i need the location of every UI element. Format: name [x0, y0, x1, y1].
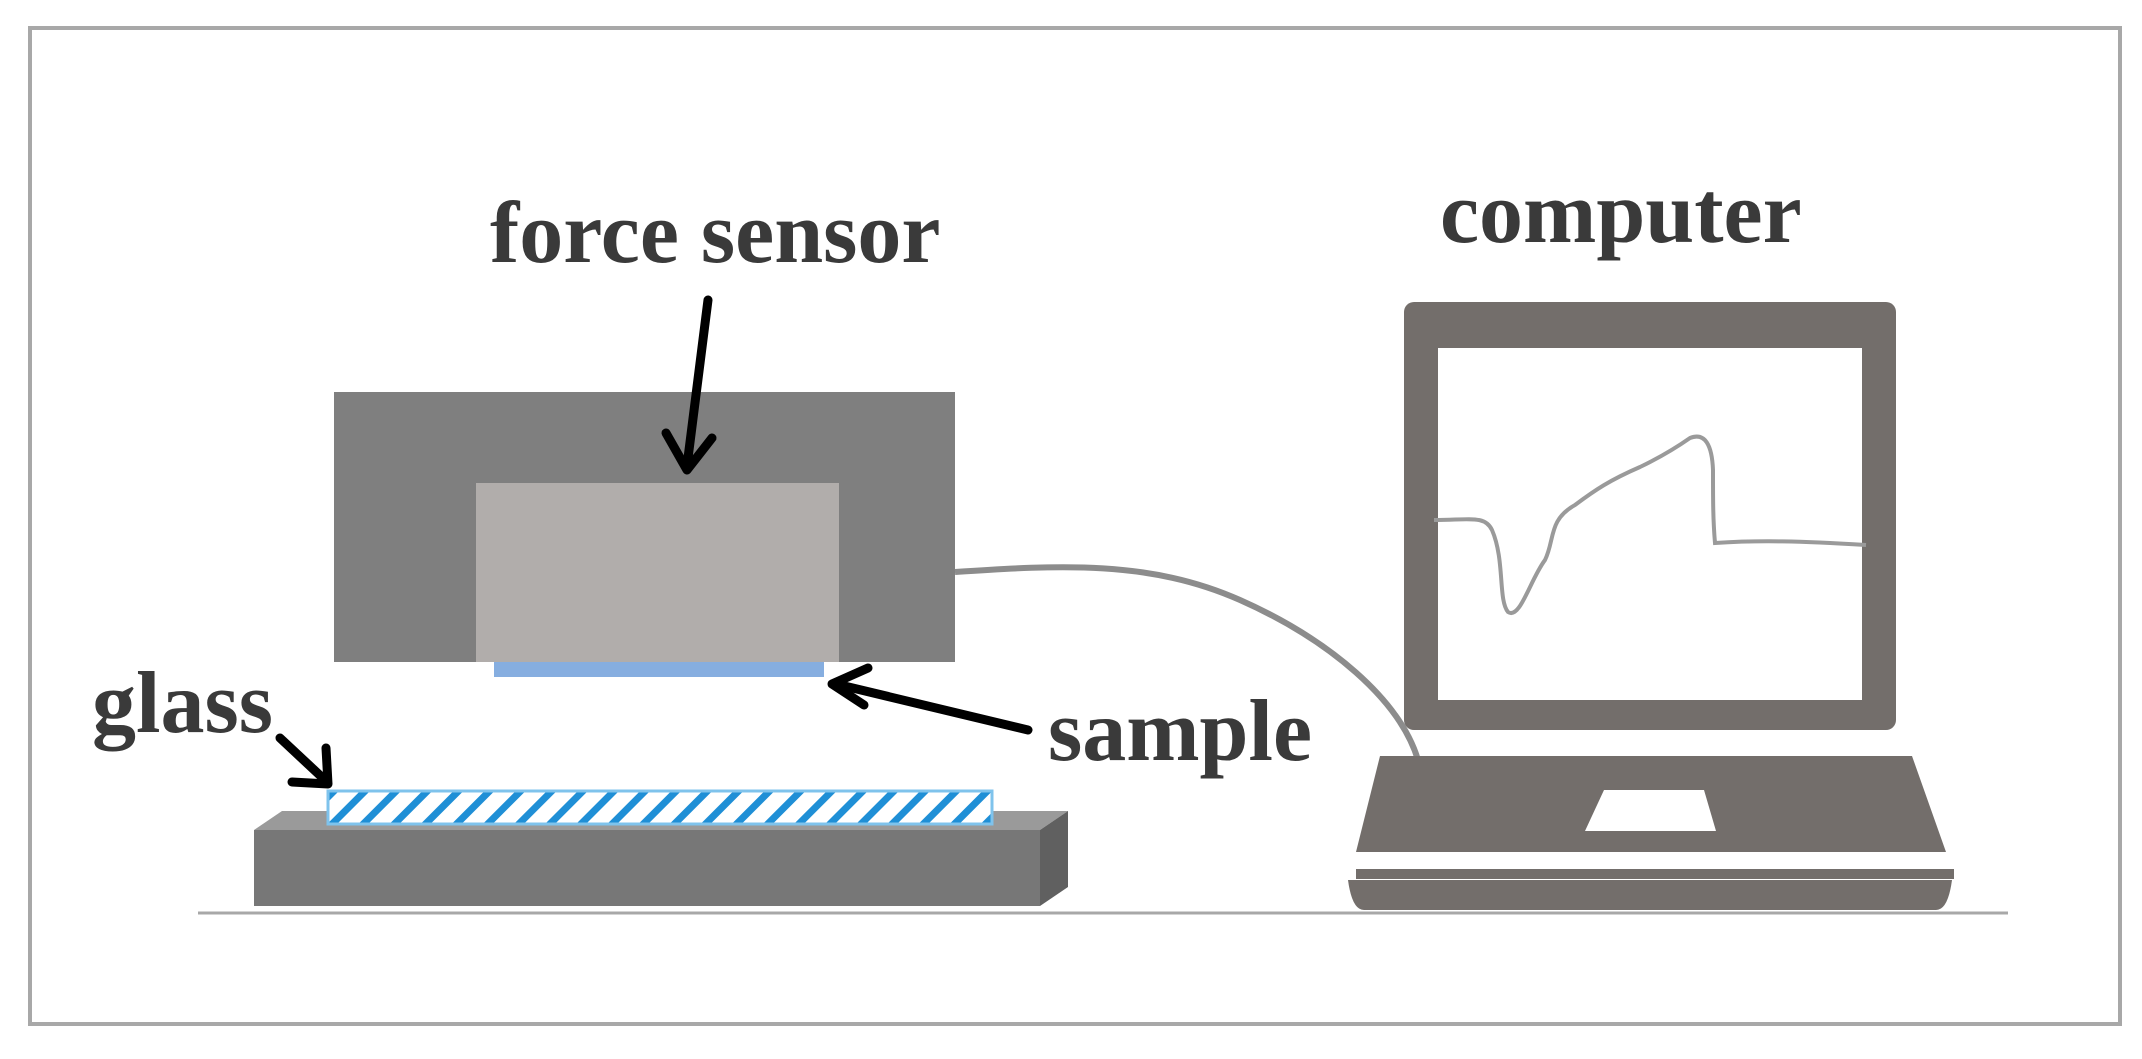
sample-label: sample: [1048, 683, 1312, 780]
force-sensor: [476, 483, 839, 662]
laptop-screen: [1438, 348, 1862, 700]
signal-curve: [1433, 434, 1867, 615]
force-sensor-label: force sensor: [490, 185, 940, 282]
glass-slide: [326, 789, 994, 826]
glass-label: glass: [92, 655, 273, 752]
cable: [954, 564, 1421, 761]
sample-layer: [494, 662, 824, 677]
laptop: [1348, 302, 1954, 910]
computer-label: computer: [1440, 165, 1802, 262]
glass-arrow: [275, 733, 333, 789]
touchpad: [1585, 790, 1716, 831]
sample-arrow: [827, 663, 1033, 735]
force-sensor-arrow: [661, 295, 717, 475]
